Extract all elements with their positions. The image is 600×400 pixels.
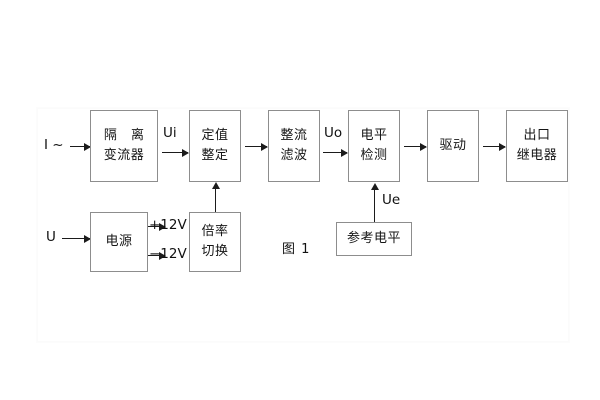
block-ratio-switch-line-2: 切换 (201, 244, 229, 259)
block-output-relay-line-1: 出口 (523, 128, 551, 144)
reference-level-to-level-detect-arrow (370, 183, 379, 222)
block-drive[interactable]: 驱动 (427, 110, 479, 182)
level-detect-to-drive-arrow (404, 142, 427, 151)
uo-arrow (323, 148, 348, 157)
uo-signal-label: Uo (324, 125, 343, 141)
minus-12v-arrow (148, 251, 166, 260)
figure-caption: 图 1 (282, 242, 311, 257)
current-input-label: I ~ (44, 137, 64, 153)
block-reference-level[interactable]: 参考电平 (336, 222, 412, 256)
drive-to-output-relay-arrow (483, 142, 506, 151)
current-input-arrow (70, 142, 91, 151)
block-isolation-ct-line-2: 变流器 (103, 148, 145, 163)
ratio-switch-to-setting-arrow (211, 182, 220, 212)
plus-12v-label: +12V (149, 217, 187, 233)
block-isolation-ct[interactable]: 隔 离 变流器 (90, 110, 158, 182)
block-ratio-switch[interactable]: 倍率 切换 (189, 212, 241, 272)
block-rectify-filter-line-1: 整流 (280, 128, 308, 144)
block-reference-level-line-1: 参考电平 (346, 231, 401, 247)
block-level-detect-line-2: 检测 (360, 148, 388, 163)
voltage-input-label: U (46, 229, 56, 245)
setting-to-rectify-arrow (245, 142, 268, 151)
ui-arrow (162, 148, 189, 157)
plus-12v-arrow (148, 222, 166, 231)
block-ratio-switch-line-1: 倍率 (201, 224, 229, 240)
block-isolation-ct-line-1: 隔 离 (103, 128, 150, 144)
block-output-relay-line-2: 继电器 (516, 148, 558, 163)
block-rectify-filter[interactable]: 整流 滤波 (268, 110, 320, 182)
block-setting-line-1: 定值 (201, 128, 229, 144)
minus-12v-label: −12V (149, 246, 187, 262)
block-setting[interactable]: 定值 整定 (189, 110, 241, 182)
block-drive-line-1: 驱动 (439, 138, 467, 154)
block-level-detect-line-1: 电平 (360, 128, 388, 144)
voltage-input-arrow (62, 234, 91, 243)
block-rectify-filter-line-2: 滤波 (280, 148, 308, 163)
block-output-relay[interactable]: 出口 继电器 (506, 110, 568, 182)
block-level-detect[interactable]: 电平 检测 (348, 110, 400, 182)
block-setting-line-2: 整定 (201, 148, 229, 163)
block-power-supply-line-1: 电源 (105, 234, 133, 250)
ue-signal-label: Ue (382, 192, 401, 208)
ui-signal-label: Ui (163, 125, 177, 141)
block-power-supply[interactable]: 电源 (90, 212, 148, 272)
